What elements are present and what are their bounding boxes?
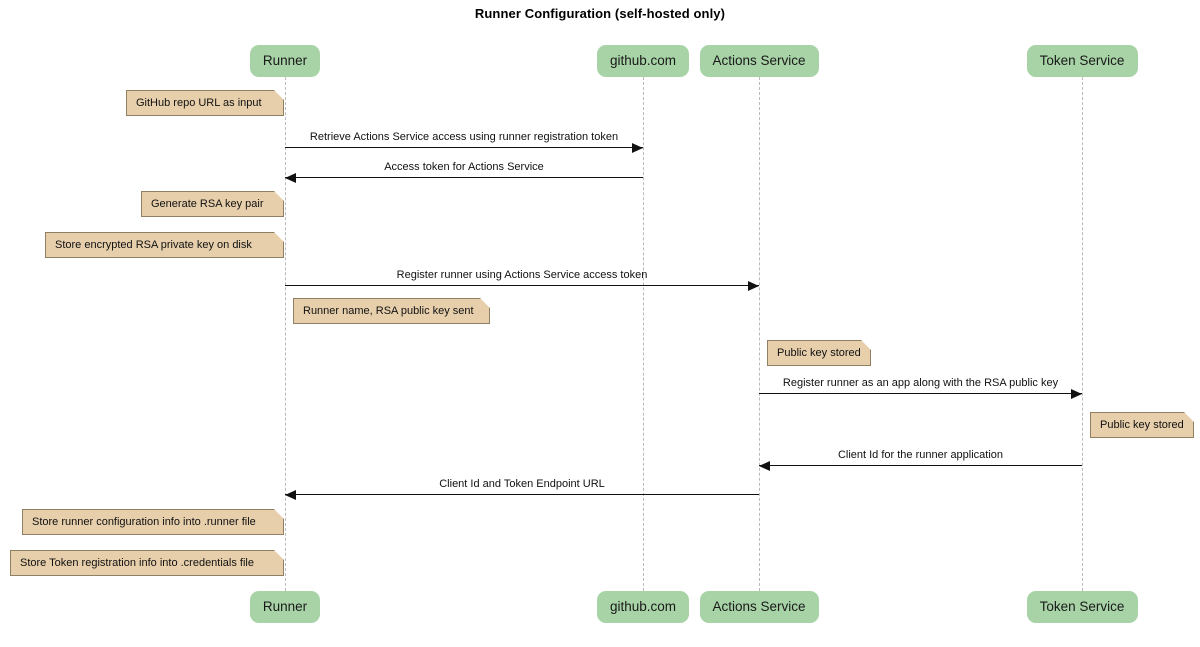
arrow-head-left-icon [759, 460, 770, 471]
note-n2: Generate RSA key pair [141, 191, 284, 218]
participant-github-footer[interactable]: github.com [597, 591, 689, 623]
message-label-m5: Client Id for the runner application [837, 449, 1004, 461]
lifeline-runner [285, 77, 286, 591]
message-line-m3 [285, 285, 759, 286]
message-line-m2 [285, 177, 643, 178]
note-label: Public key stored [777, 347, 861, 359]
note-fold-edge-icon [273, 90, 284, 101]
note-n7: Store runner configuration info into .ru… [22, 509, 284, 536]
participant-actions-footer[interactable]: Actions Service [699, 591, 819, 623]
message-label-m3: Register runner using Actions Service ac… [396, 269, 648, 281]
note-n3: Store encrypted RSA private key on disk [45, 232, 284, 259]
note-label: GitHub repo URL as input [136, 97, 262, 109]
participant-actions-header[interactable]: Actions Service [699, 45, 819, 77]
lifeline-token [1082, 77, 1083, 591]
note-n4: Runner name, RSA public key sent [293, 298, 490, 325]
note-label: Runner name, RSA public key sent [303, 305, 474, 317]
participant-runner-footer[interactable]: Runner [250, 591, 320, 623]
note-n1: GitHub repo URL as input [126, 90, 284, 117]
note-fold-edge-icon [1183, 412, 1194, 423]
note-n5: Public key stored [767, 340, 871, 367]
message-line-m6 [285, 494, 759, 495]
message-label-m1: Retrieve Actions Service access using ru… [309, 131, 619, 143]
note-fold-edge-icon [860, 340, 871, 351]
note-fold-edge-icon [273, 191, 284, 202]
note-fold-edge-icon [273, 509, 284, 520]
message-line-m4 [759, 393, 1082, 394]
participant-runner-header[interactable]: Runner [250, 45, 320, 77]
message-label-m2: Access token for Actions Service [384, 161, 544, 173]
note-fold-edge-icon [273, 232, 284, 243]
lifeline-actions [759, 77, 760, 591]
note-label: Store encrypted RSA private key on disk [55, 239, 252, 251]
note-label: Store Token registration info into .cred… [20, 557, 254, 569]
note-fold-edge-icon [273, 550, 284, 561]
note-fold-edge-icon [479, 298, 490, 309]
arrow-head-right-icon [748, 280, 759, 291]
note-label: Store runner configuration info into .ru… [32, 516, 256, 528]
note-label: Generate RSA key pair [151, 198, 264, 210]
arrow-head-left-icon [285, 489, 296, 500]
arrow-head-right-icon [632, 142, 643, 153]
message-line-m1 [285, 147, 643, 148]
note-label: Public key stored [1100, 419, 1184, 431]
message-line-m5 [759, 465, 1082, 466]
participant-token-footer[interactable]: Token Service [1026, 591, 1138, 623]
arrow-head-left-icon [285, 172, 296, 183]
arrow-head-right-icon [1071, 388, 1082, 399]
note-n8: Store Token registration info into .cred… [10, 550, 284, 577]
note-n6: Public key stored [1090, 412, 1194, 439]
participant-github-header[interactable]: github.com [597, 45, 689, 77]
message-label-m4: Register runner as an app along with the… [782, 377, 1059, 389]
message-label-m6: Client Id and Token Endpoint URL [439, 478, 605, 490]
lifeline-github [643, 77, 644, 591]
participant-token-header[interactable]: Token Service [1026, 45, 1138, 77]
page-title: Runner Configuration (self-hosted only) [474, 6, 726, 21]
